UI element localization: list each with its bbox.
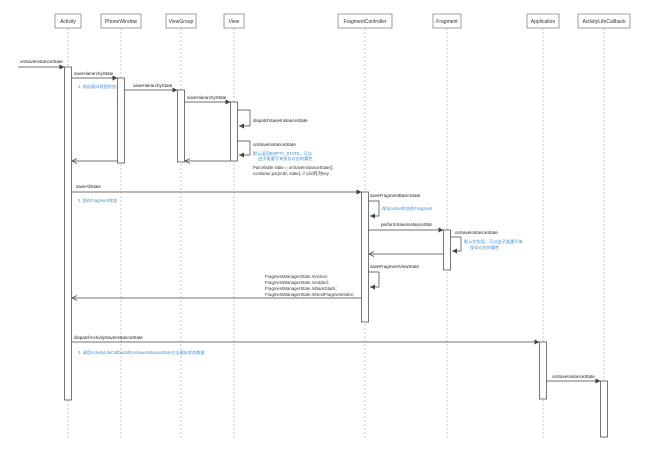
code-view-line-1: Parcelable state = onSaveInstanceState()… (253, 165, 334, 170)
note-fc: 保存Active状态的Fragment (382, 205, 433, 212)
message-fragment-onsaveinstancestate (450, 236, 462, 254)
participant-label-fragmentcontroller: FragmentController (343, 19, 386, 25)
message-savefragmentviewstate (368, 271, 380, 290)
activation-application (539, 341, 547, 400)
code-fc-line-4: FragmentManagerState.mNextFragmentIndex; (265, 292, 354, 297)
message-label-savefragmentbasicstate: saveFragmentBasicState (370, 193, 421, 198)
participant-label-phonewindow: PhoneWindow (105, 19, 138, 25)
participant-activitylifecallback: ActivityLifeCallback (577, 13, 631, 29)
message-label-performsaveinstancestate: performSaveInstanceStat (381, 222, 433, 227)
note-1: 1. 保存窗口视图状态 (78, 83, 116, 90)
participant-application: Application (526, 13, 560, 29)
message-label-view-onsaveinstancestate: onSaveInstanceState (253, 142, 296, 147)
message-savefragmentbasicstate (368, 200, 380, 219)
participant-label-view: View (229, 19, 240, 25)
activation-viewgroup (177, 89, 185, 163)
code-fc-line-1: FragmentManagerState.mActive; (265, 274, 328, 279)
message-view-onsaveinstancestate (237, 140, 251, 158)
code-fc-line-3: FragmentManagerState.mBackStack; (265, 286, 337, 291)
message-label-onsaveinstancestate-entry: onSaveInstanceState (20, 59, 63, 64)
message-label-callback-onsaveinstancestate: onSaveInstanceState (552, 374, 595, 379)
participant-label-viewgroup: ViewGroup (169, 19, 194, 25)
note-fragment-line-1: 默认空实现，可以由子类重写来 (464, 238, 523, 245)
activation-activitylifecallback (600, 380, 608, 438)
activation-phonewindow (117, 77, 125, 164)
note-view-line-2: 由子类重写来保存对应的属性 (258, 155, 312, 162)
activation-view (230, 101, 238, 162)
participant-viewgroup: ViewGroup (165, 13, 197, 29)
message-label-fragment-onsaveinstancestate: onSaveInstanceState (455, 230, 498, 235)
note-3: 3. 调用ActivityLifeCallback的onSaveInstance… (78, 349, 205, 356)
message-label-savehierarchystate-2: saveHierarchyState (133, 83, 173, 88)
participant-phonewindow: PhoneWindow (100, 13, 142, 29)
participant-label-activity: Activity (60, 19, 76, 25)
message-label-dispatchactivitysaveinstancestate: dispatchActivitySaveInstanceState (74, 335, 143, 340)
activation-activity (64, 66, 72, 401)
participant-view: View (223, 13, 245, 29)
activation-fragmentcontroller (361, 191, 369, 323)
participant-label-application: Application (531, 19, 556, 25)
participant-fragmentcontroller: FragmentController (337, 13, 393, 29)
message-label-saveallstate: saveAllState (76, 184, 102, 189)
code-view-line-2: container.put(mID, state); // 以id作为key (253, 170, 330, 177)
activation-fragment (443, 229, 451, 271)
message-label-dispatchsaveinstancestate: dispatchSaveInstanceState (253, 118, 308, 123)
note-2: 2. 保存Fragment状态 (78, 197, 117, 204)
participant-activity: Activity (54, 13, 82, 29)
message-label-savefragmentviewstate: saveFragmentViewState (370, 264, 419, 269)
code-fc-line-2: FragmentManagerState.mAdded; (265, 280, 329, 285)
note-fragment-line-2: 保存对应的属性 (470, 244, 499, 251)
note-view-line-1: 默认返回EMPTY_STATE，可以 (253, 150, 313, 157)
participant-label-fragment: Fragment (436, 19, 458, 25)
participant-fragment: Fragment (432, 13, 462, 29)
message-dispatchsaveinstancestate (237, 109, 251, 129)
message-label-savehierarchystate-3: saveHierarchyState (187, 95, 227, 100)
participant-label-activitylifecallback: ActivityLifeCallback (582, 19, 626, 25)
message-label-savehierarchystate-1: saveHierarchyState (74, 71, 114, 76)
